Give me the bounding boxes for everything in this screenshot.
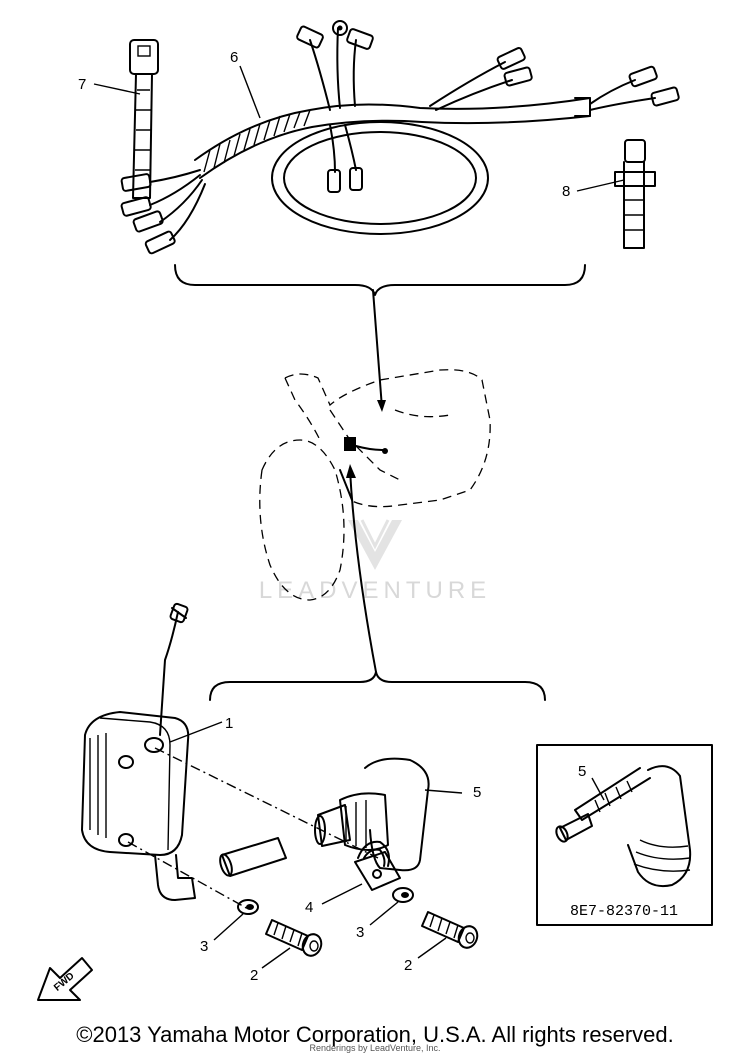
leader-7	[93, 83, 141, 95]
brace-top	[174, 264, 586, 296]
callout-2a: 2	[250, 967, 258, 984]
bolt-2-right	[421, 911, 479, 949]
callout-6: 6	[230, 49, 238, 66]
fwd-arrow-icon	[37, 957, 93, 1001]
callout-2b: 2	[404, 957, 412, 974]
clamp-4	[354, 840, 401, 891]
arrow-bottom	[349, 469, 377, 673]
arrow-top	[372, 289, 383, 409]
cable-tie-8	[614, 139, 656, 249]
motorcycle-outline	[259, 369, 491, 601]
callout-5b: 5	[578, 763, 586, 780]
watermark-logo	[348, 519, 402, 570]
callout-8: 8	[562, 183, 570, 200]
callout-5: 5	[473, 784, 481, 801]
washer-3-right	[392, 887, 414, 903]
leader-1	[169, 721, 223, 743]
leader-2b	[417, 937, 447, 959]
wire-harness-6	[120, 20, 680, 255]
callout-1: 1	[225, 715, 233, 732]
leader-5b	[591, 777, 605, 801]
callout-3b: 3	[356, 924, 364, 941]
leader-2a	[261, 947, 291, 969]
mount-line-upper	[154, 747, 379, 859]
credit-text: Renderings by LeadVenture, Inc.	[309, 1043, 441, 1053]
inset-part-number: 8E7-82370-11	[570, 903, 678, 920]
tube-sleeve	[219, 837, 287, 877]
leader-3a	[213, 913, 244, 941]
leader-4	[321, 883, 363, 905]
copyright-text: ©2013 Yamaha Motor Corporation, U.S.A. A…	[76, 1022, 674, 1047]
leader-3b	[369, 901, 399, 926]
leader-6	[239, 65, 261, 119]
watermark-text: LEADVENTURE	[259, 577, 491, 604]
leader-5	[424, 789, 463, 794]
leader-8	[576, 179, 625, 192]
washer-3-left	[237, 899, 259, 915]
bolt-2-left	[265, 919, 323, 957]
callout-3a: 3	[200, 938, 208, 955]
callout-7: 7	[78, 76, 86, 93]
callout-4: 4	[305, 899, 313, 916]
ignition-coil-1	[81, 602, 196, 901]
mount-line-lower	[127, 841, 251, 911]
brace-bottom	[209, 671, 546, 701]
inset-box	[536, 744, 713, 926]
plug-cap-5	[314, 757, 430, 872]
